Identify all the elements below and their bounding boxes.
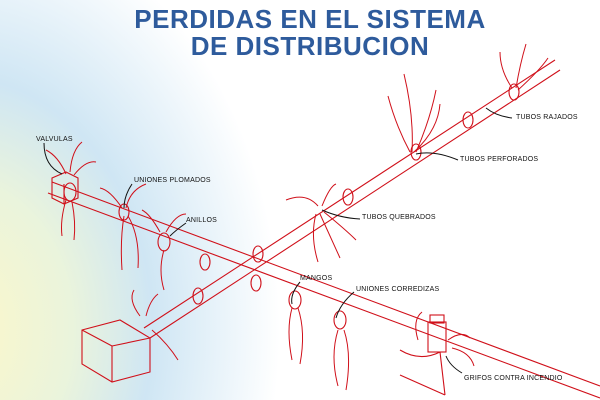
leak-sprays [45, 43, 549, 391]
title-line-1: PERDIDAS EN EL SISTEMA [134, 4, 486, 34]
label-mangos: MANGOS [300, 275, 332, 282]
main-pipe-joints [63, 182, 347, 330]
label-uniones-plomados: UNIONES PLOMADOS [134, 177, 211, 184]
cross-pipe-joints [192, 83, 520, 305]
page-title: PERDIDAS EN EL SISTEMA DE DISTRIBUCION [90, 6, 530, 60]
label-valvulas: VALVULAS [36, 136, 73, 143]
label-grifos-contra-incendio: GRIFOS CONTRA INCENDIO [464, 375, 563, 382]
inlet-box [81, 319, 151, 383]
label-tubos-quebrados: TUBOS QUEBRADOS [362, 214, 436, 221]
fire-hydrant [399, 314, 447, 396]
title-line-2: DE DISTRIBUCION [190, 31, 430, 61]
label-arrows [43, 107, 513, 374]
label-uniones-corredizas: UNIONES CORREDIZAS [356, 286, 439, 293]
main-pipe [47, 181, 600, 399]
label-anillos: ANILLOS [186, 217, 217, 224]
valve-box [51, 171, 79, 205]
cross-pipe [143, 59, 561, 339]
label-tubos-perforados: TUBOS PERFORADOS [460, 156, 538, 163]
label-tubos-rajados: TUBOS RAJADOS [516, 114, 578, 121]
